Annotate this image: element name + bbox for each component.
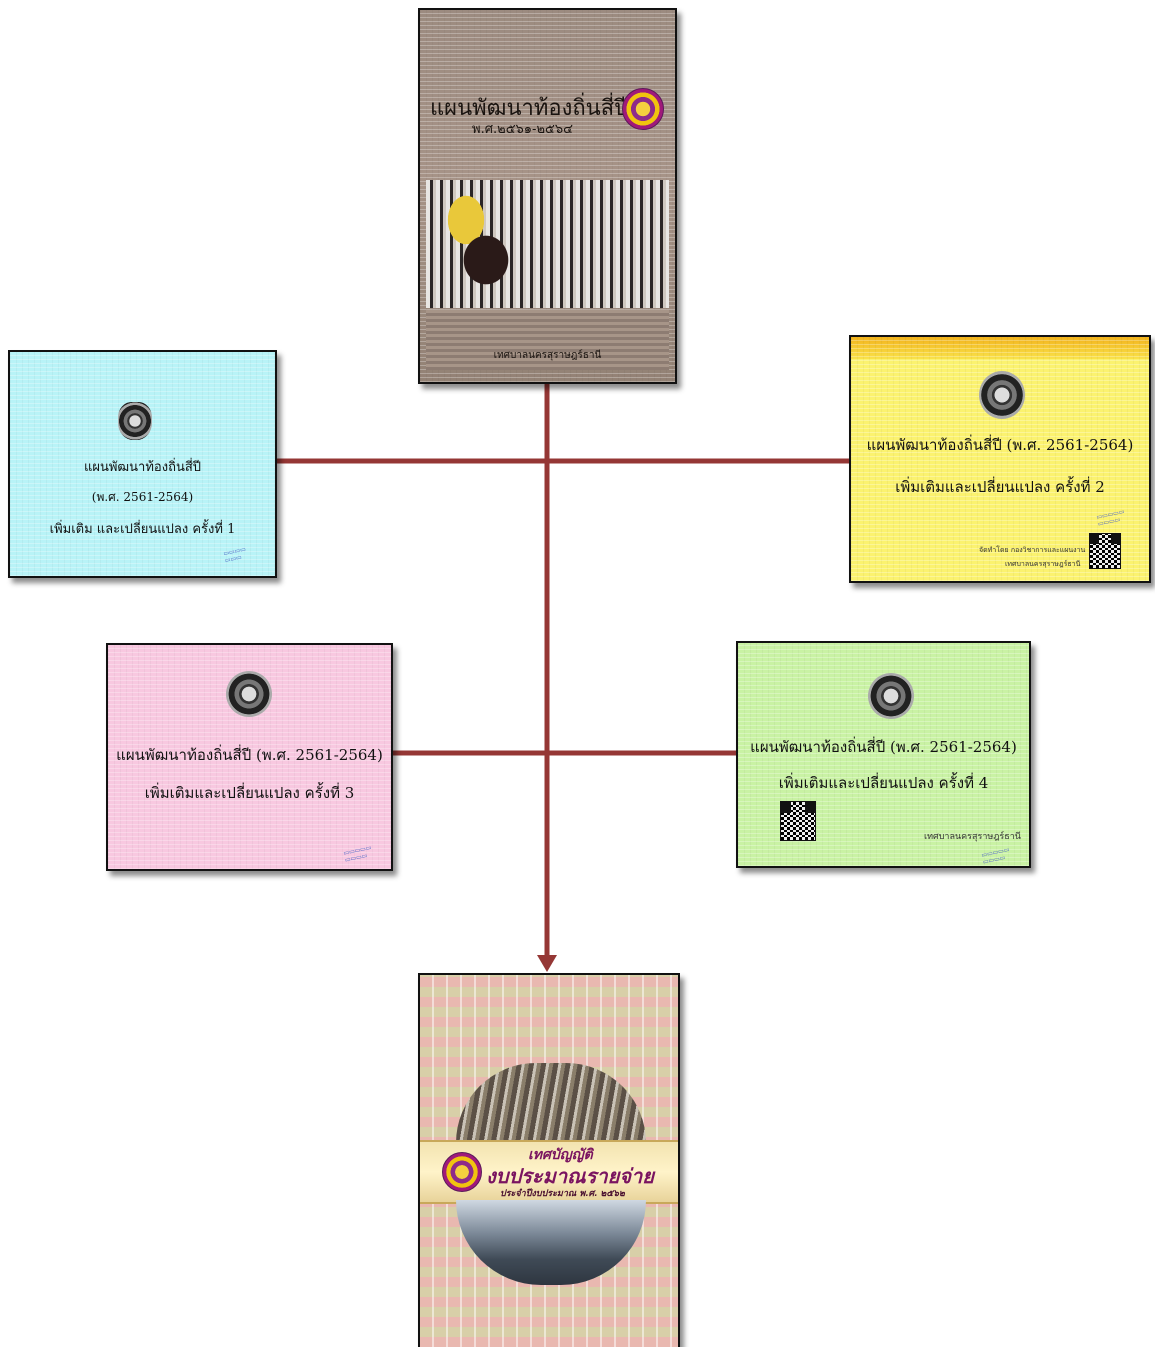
cover-bottom-budget-ordinance: เทศบัญญัติ งบประมาณรายจ่าย ประจำปีงบประม… (418, 973, 680, 1347)
emblem-icon (868, 673, 914, 719)
emblem-icon (118, 402, 152, 440)
cover-top-footer: เทศบาลนครสุราษฎร์ธานี (493, 350, 602, 361)
cover-top-photo (426, 180, 669, 308)
amendment-4-subtitle: เพิ่มเติมและเปลี่ยนแปลง ครั้งที่ 4 (778, 774, 989, 792)
city-photo-icon (456, 1063, 646, 1143)
amendment-4-publisher: เทศบาลนครสุราษฎร์ธานี (924, 832, 1021, 842)
emblem-icon (442, 1152, 482, 1192)
amendment-2-publisher-2: เทศบาลนครสุราษฎร์ธานี (1005, 560, 1081, 568)
cover-top-bands (426, 310, 669, 370)
amendment-2-publisher-1: จัดทำโดย กองวิชาการและแผนงาน (979, 546, 1086, 554)
cover-bottom-line2: งบประมาณรายจ่าย (486, 1164, 654, 1188)
river-photo-icon (456, 1200, 646, 1285)
cover-topbar (851, 337, 1149, 359)
amendment-1-subtitle: เพิ่มเติม และเปลี่ยนแปลง ครั้งที่ 1 (49, 522, 236, 537)
amendment-1-years: (พ.ศ. 2561-2564) (91, 490, 194, 504)
amendment-2-subtitle: เพิ่มเติมและเปลี่ยนแปลง ครั้งที่ 2 (895, 478, 1105, 496)
amendment-2-cover: แผนพัฒนาท้องถิ่นสี่ปี (พ.ศ. 2561-2564) เ… (849, 335, 1151, 583)
amendment-2-title: แผนพัฒนาท้องถิ่นสี่ปี (พ.ศ. 2561-2564) (866, 436, 1134, 454)
cover-top-years: พ.ศ.๒๕๖๑-๒๕๖๔ (472, 122, 573, 137)
qr-code-icon (780, 801, 816, 841)
amendment-3-subtitle: เพิ่มเติมและเปลี่ยนแปลง ครั้งที่ 3 (144, 784, 355, 802)
cover-top-local-development-plan: แผนพัฒนาท้องถิ่นสี่ปี พ.ศ.๒๕๖๑-๒๕๖๔ เทศบ… (418, 8, 677, 384)
cover-bottom-line3: ประจำปีงบประมาณ พ.ศ. ๒๕๖๒ (500, 1189, 625, 1199)
amendment-3-title: แผนพัฒนาท้องถิ่นสี่ปี (พ.ศ. 2561-2564) (116, 746, 383, 764)
amendment-4-title: แผนพัฒนาท้องถิ่นสี่ปี (พ.ศ. 2561-2564) (750, 738, 1017, 756)
amendment-3-cover: แผนพัฒนาท้องถิ่นสี่ปี (พ.ศ. 2561-2564) เ… (106, 643, 393, 871)
cover-texture (10, 352, 275, 576)
amendment-4-cover: แผนพัฒนาท้องถิ่นสี่ปี (พ.ศ. 2561-2564) เ… (736, 641, 1031, 868)
emblem-icon (979, 371, 1025, 419)
cover-bottom-line1: เทศบัญญัติ (528, 1147, 593, 1163)
amendment-1-title: แผนพัฒนาท้องถิ่นสี่ปี (83, 460, 202, 475)
cover-top-title: แผนพัฒนาท้องถิ่นสี่ปี (430, 96, 629, 121)
emblem-icon (622, 88, 664, 130)
cover-bottom-title-band: เทศบัญญัติ งบประมาณรายจ่าย ประจำปีงบประม… (420, 1140, 678, 1204)
connector-arrowhead (537, 955, 557, 972)
qr-code-icon (1089, 533, 1121, 569)
amendment-1-cover: แผนพัฒนาท้องถิ่นสี่ปี (พ.ศ. 2561-2564) เ… (8, 350, 277, 578)
emblem-icon (226, 671, 272, 717)
